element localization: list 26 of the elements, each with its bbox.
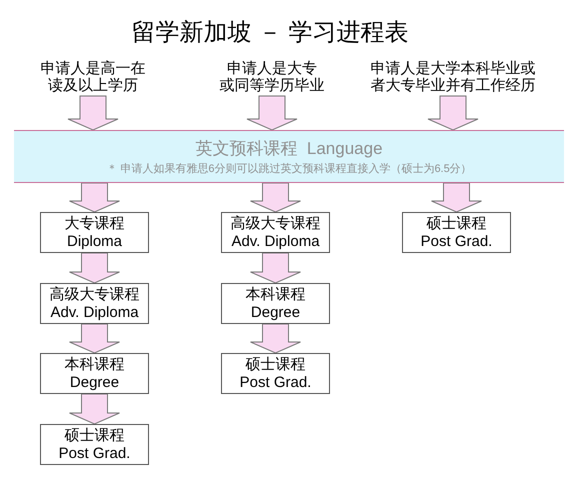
block-arrow	[69, 182, 120, 213]
applicant-text: 申请人是高一在读及以上学历	[33, 60, 153, 96]
band-heading: 英文预科课程 Language	[195, 139, 383, 159]
course-box: 硕士课程 Post Grad.	[40, 424, 149, 465]
applicant-text: 申请人是大学本科毕业或者大专毕业并有工作经历	[355, 60, 551, 96]
block-arrow	[428, 96, 478, 131]
block-arrow	[69, 252, 120, 284]
course-box: 本科课程 Degree	[221, 283, 330, 324]
course-box: 高级大专课程 Adv. Diploma	[40, 283, 149, 324]
applicant-text: 申请人是大专或同等学历毕业	[212, 60, 332, 96]
course-box: 大专课程 Diploma	[40, 212, 149, 253]
block-arrow	[246, 96, 298, 131]
band-note: ＊ 申请人如果有雅思6分则可以跳过英文预科课程直接入学（硕士为6.5分）	[106, 162, 472, 176]
block-arrow	[431, 182, 482, 213]
block-arrow	[69, 324, 120, 354]
course-box: 本科课程 Degree	[40, 353, 149, 394]
course-box: 硕士课程 Post Grad.	[221, 353, 330, 394]
block-arrow	[69, 394, 120, 425]
course-box: 硕士课程 Post Grad.	[402, 212, 511, 253]
title: 留学新加坡 － 学习进程表	[130, 18, 410, 48]
block-arrow	[68, 96, 118, 131]
block-arrow	[250, 324, 301, 354]
language-band	[14, 130, 564, 183]
course-box: 高级大专课程 Adv. Diploma	[221, 212, 330, 253]
block-arrow	[250, 182, 301, 213]
block-arrow	[250, 252, 301, 284]
